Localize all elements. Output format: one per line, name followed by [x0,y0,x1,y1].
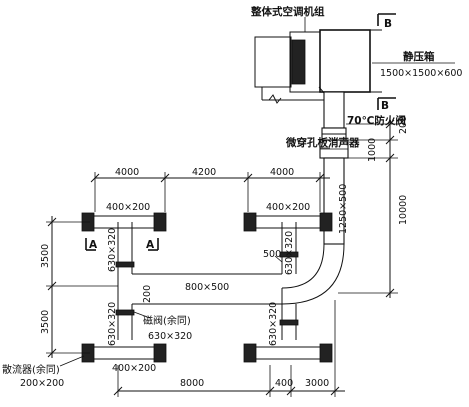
plenum-box-label: 静压箱 [403,50,435,63]
right-dim-total: 10000 [398,195,409,225]
section-marker-a-right: A [146,238,159,251]
diffuser [319,343,333,363]
top-dim-3: 4000 [270,167,294,178]
diffuser [153,343,167,363]
branch-size-top-left: 400×200 [106,202,150,213]
branch-size-left-upper: 630×320 [107,228,118,272]
ac-unit [254,31,331,104]
branch-size-right-upper: 630×320 [284,231,295,275]
branch-size-bottom-left: 400×200 [112,363,156,374]
left-branch-duct [90,215,160,360]
top-dim-1: 4000 [115,167,139,178]
diffuser [153,212,167,232]
svg-text:B: B [381,100,389,112]
top-dim-2: 4200 [192,167,216,178]
bottom-dimension-line [113,300,345,397]
valve-left-upper [115,261,135,268]
svg-text:A: A [146,239,155,251]
top-dimension-line [90,172,330,212]
diffuser [243,343,257,363]
branch-size-top-right: 400×200 [266,202,310,213]
small-200-label: 200 [142,285,153,303]
valve-right-lower [279,319,299,326]
diffuser [319,212,333,232]
diffuser-note-size: 200×200 [20,378,64,389]
section-marker-a-left: A [85,238,98,251]
left-dimension-line [46,216,118,358]
section-marker-b-top: B [377,13,396,30]
section-marker-b-mid: B [377,97,396,112]
bottom-dim-2: 400 [275,378,293,389]
diffusers-right [243,212,333,363]
valve-right-upper [279,251,299,258]
main-horizontal-duct [132,273,283,305]
right-dim-200: 200 [398,116,409,134]
riser-size: 1250×500 [338,184,349,234]
right-dimension-line [338,118,398,298]
diffuser [243,212,257,232]
valve-note-size: 630×320 [148,331,192,342]
right-branch-duct [252,215,326,360]
bend-500-label: 500 [263,249,281,260]
left-dim-upper: 3500 [40,244,51,268]
right-dim-1000: 1000 [367,138,378,162]
ac-unit-coil [291,39,306,85]
valve-note: 磁阀(余同) [143,314,191,327]
svg-text:A: A [89,239,98,251]
silencer-label: 微穿孔板消声器 [285,136,360,149]
bottom-dim-1: 8000 [180,378,204,389]
ac-unit-label: 整体式空调机组 [250,5,325,18]
fire-damper-label: 70℃防火阀 [347,114,406,127]
bottom-dim-3: 3000 [305,378,329,389]
svg-text:B: B [384,18,392,30]
main-duct-size: 800×500 [185,282,229,293]
ac-unit-left-box [254,36,292,88]
branch-size-right-lower: 630×320 [268,302,279,346]
plenum-box [319,29,382,93]
valve-left-lower [115,309,135,316]
left-dim-lower: 3500 [40,310,51,334]
diffuser-note: 散流器(余同) [2,363,60,376]
plenum-box-outline [319,29,371,93]
branch-size-left-lower: 630×320 [107,302,118,346]
plenum-box-size: 1500×1500×600 [380,68,462,79]
